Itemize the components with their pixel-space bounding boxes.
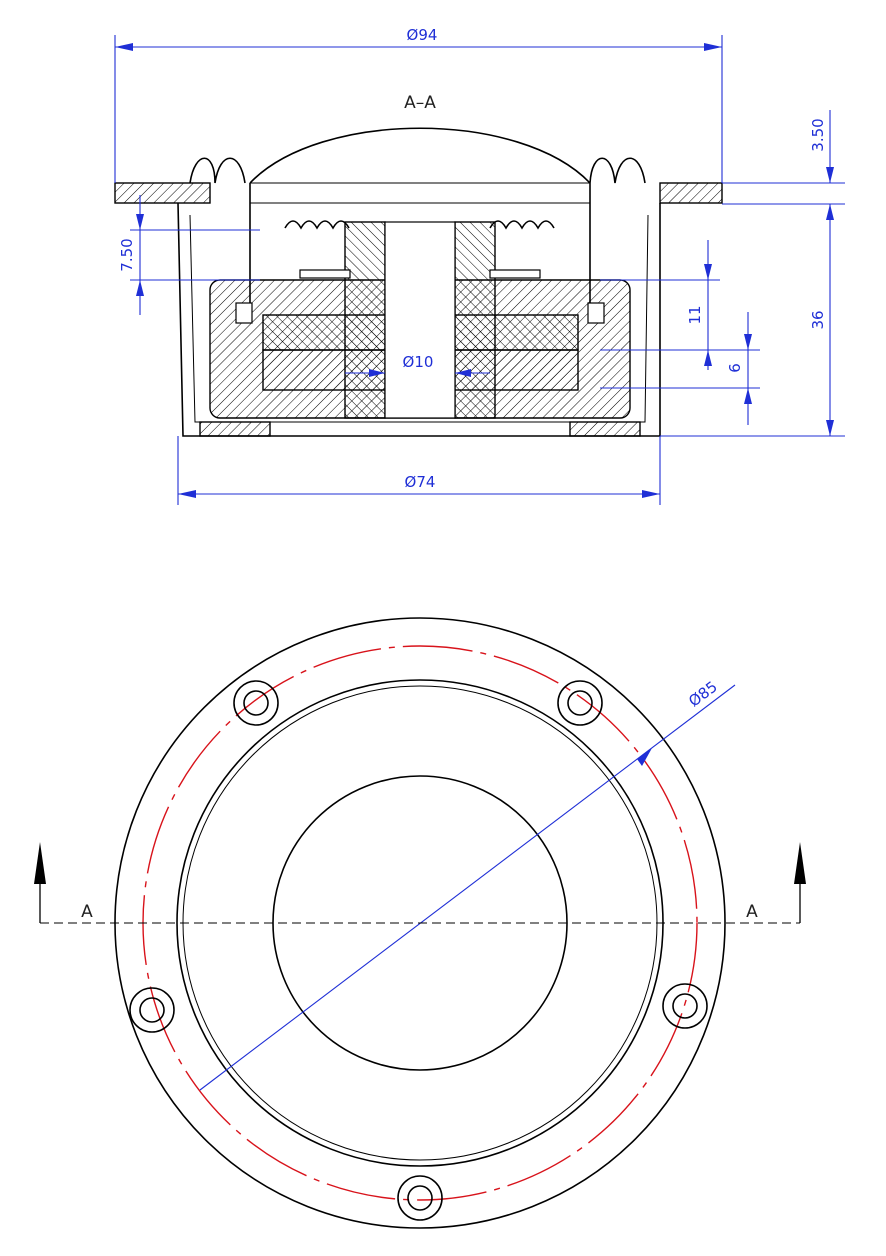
dim-depth: 36 (809, 310, 827, 329)
section-view: A–A Ø94 3.50 36 7.50 11 (114, 26, 845, 505)
flange-right (659, 182, 723, 204)
section-arrow-left (34, 842, 46, 884)
surround-left (189, 157, 246, 184)
plan-view: Ø85 A A (34, 617, 806, 1229)
spider-left (284, 220, 350, 230)
section-title: A–A (404, 93, 436, 113)
section-label-right: A (746, 902, 758, 922)
dim-offset: 7.50 (118, 238, 136, 271)
dim-plate-thickness: 6 (726, 363, 744, 373)
section-label-left: A (81, 902, 93, 922)
dim-line-85 (199, 684, 736, 1091)
dim-outer-diameter: Ø94 (407, 26, 438, 44)
basket-outline (177, 202, 661, 437)
dust-dome (249, 127, 591, 184)
dim-magnet-height: 11 (686, 305, 704, 324)
dim-flange-thickness: 3.50 (809, 118, 827, 151)
pole-vent (384, 221, 456, 419)
surround-right (589, 157, 646, 184)
pole-right (454, 221, 496, 419)
dim-basket-diameter: Ø74 (405, 473, 436, 491)
mount-holes (129, 680, 708, 1221)
flange-left (114, 182, 211, 204)
pole-left (344, 221, 386, 419)
dim-bolt-circle: Ø85 (685, 678, 721, 711)
section-arrow-right (794, 842, 806, 884)
spider-right (489, 220, 555, 230)
dim-pole-diameter: Ø10 (403, 353, 434, 371)
basket-inner (189, 214, 649, 423)
